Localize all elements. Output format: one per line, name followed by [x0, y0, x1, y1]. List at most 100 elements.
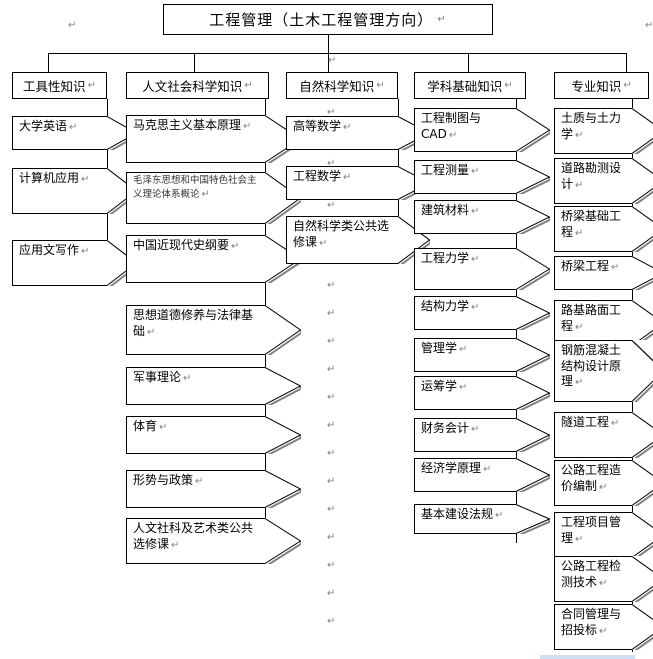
pentagon-shape	[126, 416, 301, 454]
paragraph-mark-icon: ↵	[471, 254, 480, 265]
course-node[interactable]: 公路工程造价编制↵	[554, 460, 653, 506]
course-node[interactable]: 军事理论↵	[126, 367, 301, 405]
paragraph-mark-icon: ↵	[575, 227, 584, 239]
course-node[interactable]: 工程数学↵	[286, 166, 430, 200]
pentagon-shape	[414, 248, 550, 290]
course-node[interactable]: 马克思主义基本原理↵	[126, 115, 301, 163]
course-node[interactable]: 公路工程检测技术↵	[554, 556, 653, 602]
paragraph-mark-icon: ↵	[611, 262, 620, 273]
paragraph-mark-icon: ↵	[327, 504, 336, 515]
paragraph-mark-icon: ↵	[327, 532, 336, 543]
course-label: 毛泽东思想和中国特色社会主义理论体系概论↵	[133, 175, 257, 200]
category-label: 人文社会科学知识	[142, 79, 243, 94]
connector-root-trunk	[328, 35, 329, 53]
course-label: 桥梁工程↵	[561, 259, 620, 273]
pentagon-shape	[554, 158, 653, 204]
course-node[interactable]: 工程测量↵	[414, 160, 550, 194]
paragraph-mark-icon: ↵	[376, 80, 385, 91]
pentagon-shape	[414, 296, 550, 330]
course-label: 形势与政策↵	[133, 473, 204, 487]
paragraph-mark-icon: ↵	[327, 280, 336, 291]
course-label: 应用文写作↵	[19, 243, 90, 257]
course-node[interactable]: 合同管理与招投标↵	[554, 604, 653, 650]
paragraph-mark-icon: ↵	[471, 302, 480, 313]
course-node[interactable]: 大学英语↵	[12, 116, 137, 150]
paragraph-mark-icon: ↵	[327, 308, 336, 319]
course-node[interactable]: 高等数学↵	[286, 116, 430, 150]
paragraph-mark-icon: ↵	[327, 588, 336, 599]
paragraph-mark-icon: ↵	[81, 174, 90, 185]
pentagon-shape	[414, 504, 550, 534]
course-node[interactable]: 桥梁基础工程↵	[554, 206, 653, 252]
paragraph-mark-icon: ↵	[69, 122, 78, 133]
paragraph-mark-icon: ↵	[575, 179, 584, 191]
course-node[interactable]: 土质与土力学↵	[554, 108, 653, 154]
paragraph-mark-icon: ↵	[611, 418, 620, 429]
paragraph-mark-icon: ↵	[471, 206, 480, 217]
pentagon-shape	[414, 338, 550, 372]
course-node[interactable]: 基本建设法规↵	[414, 504, 550, 534]
course-label: 运筹学↵	[421, 379, 468, 393]
paragraph-mark-icon: ↵	[327, 364, 336, 375]
course-label: 基本建设法规↵	[421, 507, 504, 521]
paragraph-mark-icon: ↵	[171, 539, 180, 551]
pentagon-shape	[554, 340, 653, 402]
course-node[interactable]: 道路勘测设计↵	[554, 158, 653, 204]
connector-drop-humanities	[194, 53, 195, 72]
pentagon-shape	[126, 518, 301, 564]
course-node[interactable]: 计算机应用↵	[12, 168, 137, 214]
pentagon-shape	[414, 160, 550, 194]
paragraph-mark-icon: ↵	[327, 476, 336, 487]
course-node[interactable]: 毛泽东思想和中国特色社会主义理论体系概论↵	[126, 172, 301, 224]
paragraph-mark-icon: ↵	[575, 533, 584, 545]
paragraph-mark-icon: ↵	[575, 321, 584, 333]
paragraph-mark-icon: ↵	[327, 616, 336, 627]
course-node[interactable]: 工程力学↵	[414, 248, 550, 290]
connector-drop-tool	[48, 53, 49, 72]
pentagon-shape	[126, 172, 301, 224]
paragraph-mark-icon: ↵	[575, 377, 584, 389]
course-node[interactable]: 财务会计↵	[414, 418, 550, 452]
course-node[interactable]: 形势与政策↵	[126, 470, 301, 508]
course-label: 公路工程检测技术↵	[561, 559, 622, 589]
paragraph-mark-icon: ↵	[599, 625, 608, 637]
pentagon-shape	[554, 604, 653, 650]
paragraph-mark-icon: ↵	[459, 344, 468, 355]
course-node[interactable]: 中国近现代史纲要↵	[126, 235, 301, 283]
course-node[interactable]: 自然科学类公共选修课↵	[286, 216, 430, 264]
course-node[interactable]: 工程项目管理↵	[554, 512, 653, 558]
pentagon-shape	[414, 376, 550, 410]
course-label: 高等数学↵	[293, 119, 352, 133]
course-node[interactable]: 人文社科及艺术类公共选修课↵	[126, 518, 301, 564]
paragraph-mark-icon: ↵	[87, 80, 96, 91]
category-header-professional: 专业知识↵	[554, 72, 649, 99]
course-node[interactable]: 思想道德修养与法律基础↵	[126, 305, 301, 355]
course-node[interactable]: 工程制图与CAD↵	[414, 108, 550, 152]
course-node[interactable]: 钢筋混凝土结构设计原理↵	[554, 340, 653, 402]
course-label: 思想道德修养与法律基础↵	[133, 308, 254, 338]
paragraph-mark-icon: ↵	[327, 392, 336, 403]
course-node[interactable]: 路基路面工程↵	[554, 300, 653, 346]
paragraph-mark-icon: ↵	[645, 20, 653, 31]
course-node[interactable]: 运筹学↵	[414, 376, 550, 410]
course-node[interactable]: 体育↵	[126, 416, 301, 454]
root-node-label: 工程管理（土木工程管理方向）	[209, 11, 434, 29]
paragraph-mark-icon: ↵	[81, 246, 90, 257]
course-label: 管理学↵	[421, 341, 468, 355]
course-node[interactable]: 经济学原理↵	[414, 458, 550, 492]
course-node[interactable]: 管理学↵	[414, 338, 550, 372]
scrollbar-strip[interactable]	[540, 655, 635, 659]
pentagon-shape	[554, 512, 653, 558]
course-node[interactable]: 应用文写作↵	[12, 240, 137, 286]
course-node[interactable]: 隧道工程↵	[554, 412, 653, 458]
pentagon-shape	[126, 305, 301, 355]
paragraph-mark-icon: ↵	[327, 336, 336, 347]
course-node[interactable]: 桥梁工程↵	[554, 256, 653, 290]
course-label: 计算机应用↵	[19, 171, 90, 185]
course-node[interactable]: 建筑材料↵	[414, 200, 550, 234]
course-node[interactable]: 结构力学↵	[414, 296, 550, 330]
paragraph-mark-icon: ↵	[327, 158, 336, 169]
category-header-humanities: 人文社会科学知识↵	[126, 72, 269, 99]
pentagon-shape	[126, 115, 301, 163]
paragraph-mark-icon: ↵	[328, 55, 337, 66]
